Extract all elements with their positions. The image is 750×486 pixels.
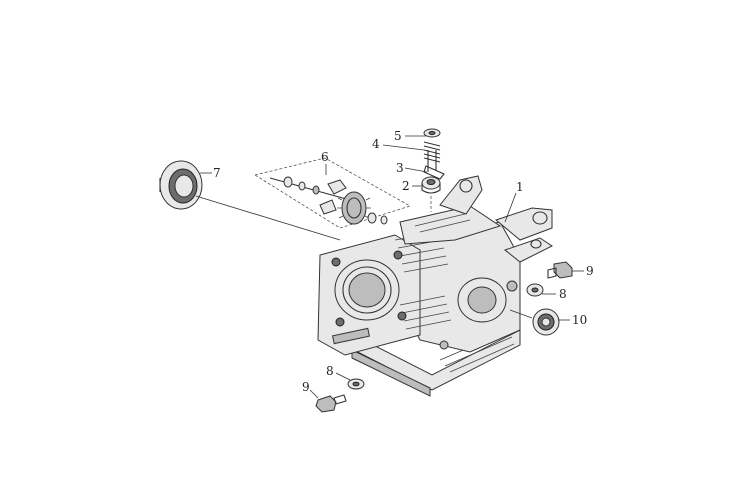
part-5-washer xyxy=(423,128,441,138)
callout-9-right: 9 xyxy=(586,264,594,278)
callout-3: 3 xyxy=(396,161,404,175)
callout-6: 6 xyxy=(321,150,329,164)
part-2-bushing xyxy=(421,176,441,212)
part-8-washer-bottom xyxy=(347,378,365,390)
callout-4: 4 xyxy=(372,137,380,151)
part-10-oil-seal xyxy=(532,308,560,336)
callout-2: 2 xyxy=(402,179,410,193)
callout-7: 7 xyxy=(213,166,221,180)
callout-9-bottom: 9 xyxy=(302,380,310,394)
part-6-governor-assembly xyxy=(253,157,411,229)
callout-8-bottom: 8 xyxy=(326,364,334,378)
callout-labels: 1 2 3 4 5 6 7 8 9 10 8 9 xyxy=(213,129,594,394)
callout-5: 5 xyxy=(394,129,402,143)
leader-lines xyxy=(195,135,584,399)
part-9-bolt-right xyxy=(547,261,573,279)
callout-8-right: 8 xyxy=(559,287,567,301)
part-8-washer-right xyxy=(526,283,544,297)
part-9-bolt-bottom xyxy=(315,394,347,413)
callout-10: 10 xyxy=(572,313,587,327)
part-4-spring xyxy=(423,141,441,163)
crankcase-assembly xyxy=(317,175,553,397)
part-7-oil-seal xyxy=(159,160,203,210)
callout-1: 1 xyxy=(516,180,524,194)
